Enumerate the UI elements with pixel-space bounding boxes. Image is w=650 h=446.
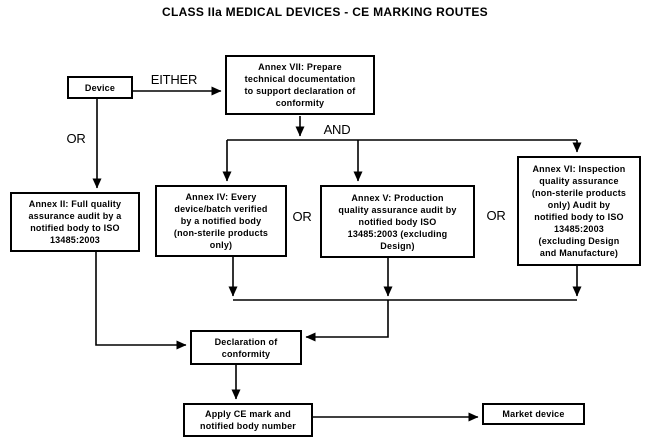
node-annex-ii-label: Annex II: Full quality assurance audit b…	[28, 199, 122, 245]
label-and: AND	[323, 122, 351, 137]
node-declaration-label: Declaration of conformity	[214, 336, 278, 359]
node-declaration-of-conformity: Declaration of conformity	[190, 330, 302, 365]
node-annex-v: Annex V: Production quality assurance au…	[320, 185, 475, 258]
label-or-between-annex-v-vi: OR	[486, 208, 506, 223]
node-annex-iv-label: Annex IV: Every device/batch verified by…	[173, 192, 269, 250]
node-device-label: Device	[84, 82, 116, 93]
label-or-device-branch: OR	[66, 131, 86, 146]
label-or-between-annex-iv-v: OR	[292, 209, 312, 224]
node-market-label: Market device	[502, 409, 565, 419]
node-market-device: Market device	[482, 403, 585, 425]
node-annex-vii: Annex VII: Prepare technical documentati…	[225, 55, 375, 115]
diagram-title: CLASS IIa MEDICAL DEVICES - CE MARKING R…	[162, 5, 488, 19]
arrow-merge-to-declaration	[305, 300, 389, 342]
node-apply-ce-mark: Apply CE mark and notified body number	[183, 403, 313, 437]
node-annex-iv: Annex IV: Every device/batch verified by…	[155, 185, 287, 257]
node-annex-v-label: Annex V: Production quality assurance au…	[338, 192, 457, 251]
node-annex-ii: Annex II: Full quality assurance audit b…	[10, 192, 140, 252]
arrow-annex-ii-to-declaration	[95, 252, 187, 350]
node-annex-vii-label: Annex VII: Prepare technical documentati…	[244, 62, 356, 108]
node-device: Device	[67, 76, 133, 99]
node-apply-ce-label: Apply CE mark and notified body number	[200, 409, 296, 431]
label-either: EITHER	[150, 72, 198, 87]
node-annex-vi: Annex VI: Inspection quality assurance (…	[517, 156, 641, 266]
node-annex-vi-label: Annex VI: Inspection quality assurance (…	[531, 164, 627, 258]
